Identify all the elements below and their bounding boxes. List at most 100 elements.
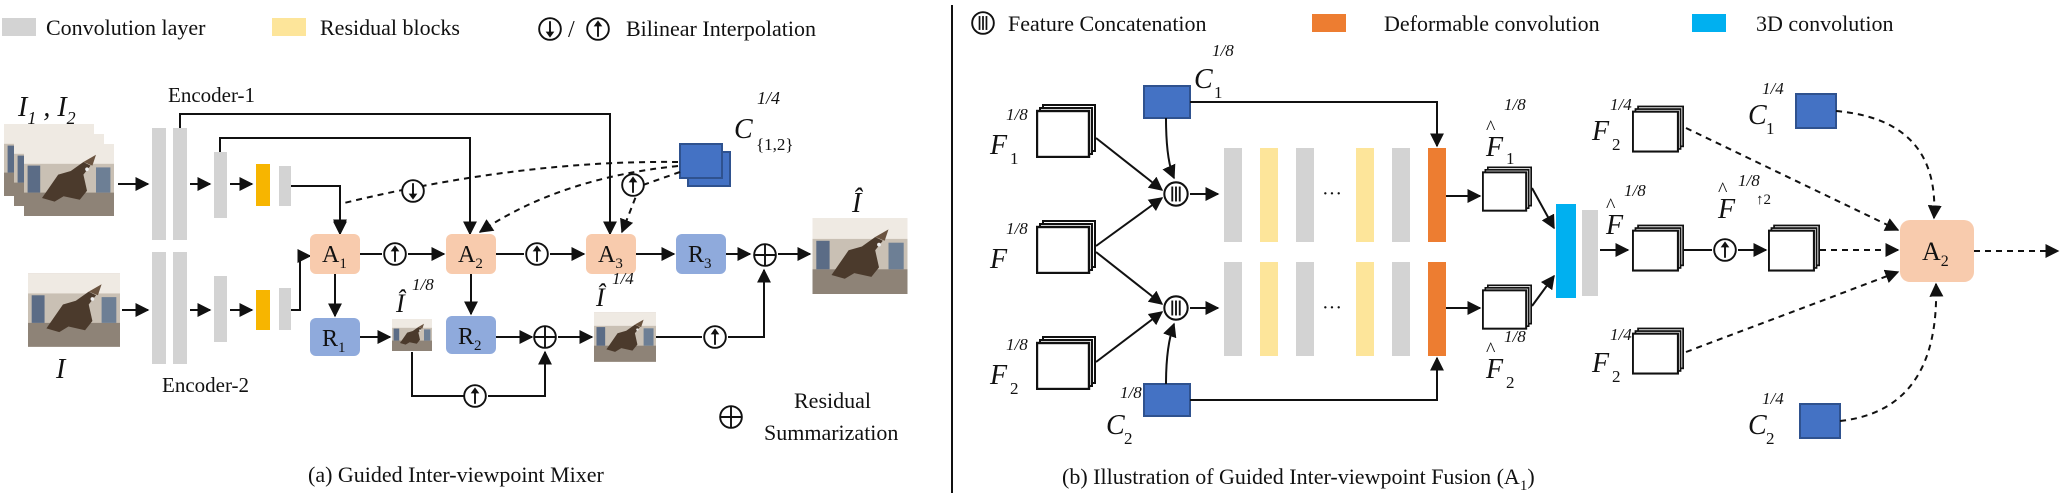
legend-slash: / xyxy=(568,17,575,43)
top-conv-2 xyxy=(1296,148,1314,242)
c2q-sub: 2 xyxy=(1766,429,1775,448)
fh-hat: ^ xyxy=(1606,195,1616,217)
encoder2-conv-d xyxy=(279,288,291,330)
f1-box xyxy=(1036,104,1096,158)
residual-sum-middle xyxy=(533,325,557,349)
intermediate-quarter-hat: Î xyxy=(595,283,607,312)
bottom-deformable xyxy=(1428,262,1446,356)
c1q-sub: 1 xyxy=(1766,119,1775,138)
panel-b-fusion: F 1/8 1 F 1/8 F 1/8 2 C 1/8 1 C 1/8 2 xyxy=(989,41,2060,494)
input-bottom-label: I xyxy=(55,354,67,385)
encoder2-conv-b xyxy=(173,252,187,364)
residual-sum-label-2: Summarization xyxy=(764,420,898,445)
f22-box xyxy=(1632,327,1684,375)
guide-c-sub: {1,2} xyxy=(756,135,794,154)
f22-frac: 1/4 xyxy=(1610,325,1632,344)
fh2-box xyxy=(1482,284,1532,330)
guide-dashed-to-a2 xyxy=(478,165,679,233)
fh2-sub: 2 xyxy=(1506,373,1515,392)
guide-c-front xyxy=(679,143,723,179)
encoder1-conv-b xyxy=(173,128,187,240)
block-a2-label: A2 xyxy=(458,242,483,272)
legend: Convolution layer Residual blocks / Bili… xyxy=(2,11,1894,43)
residual-sum-final xyxy=(753,243,777,267)
encoder1-label: Encoder-1 xyxy=(168,83,255,107)
legend-concat-icon xyxy=(971,11,995,35)
panel-a-mixer: I1 , I2 I Encoder-1 Encoder-2 xyxy=(4,83,908,487)
c2q-label: C xyxy=(1748,410,1767,441)
legend-residual-label: Residual blocks xyxy=(320,15,460,40)
c2-frac: 1/8 xyxy=(1120,383,1142,402)
f12-sub: 2 xyxy=(1612,135,1621,154)
input-top-label: I1 , I2 xyxy=(17,92,76,128)
f1-frac: 1/8 xyxy=(1006,105,1028,124)
block-a3 xyxy=(586,234,636,274)
encoder2-conv-c xyxy=(214,276,227,342)
conv3d-block xyxy=(1556,204,1576,298)
upsample-a2-a3-icon xyxy=(525,242,549,266)
fhup-box xyxy=(1768,224,1820,272)
fh1-box xyxy=(1482,166,1532,212)
intermediate-eighth-image xyxy=(392,319,432,351)
f2-box xyxy=(1036,336,1096,390)
upsample-bottom-icon xyxy=(463,384,487,408)
encoder1-conv-a xyxy=(152,128,166,240)
encoder1-conv-d xyxy=(279,166,291,206)
c2-sub: 2 xyxy=(1124,429,1133,448)
c1q-block xyxy=(1795,93,1837,129)
concat-top xyxy=(1163,181,1189,207)
caption-a: (a) Guided Inter-viewpoint Mixer xyxy=(308,462,605,487)
block-r1 xyxy=(310,318,360,356)
block-r2 xyxy=(446,316,496,354)
legend-conv-label: Convolution layer xyxy=(46,15,206,40)
f2-frac: 1/8 xyxy=(1006,335,1028,354)
c2-block xyxy=(1143,383,1191,417)
conv3d-after xyxy=(1582,210,1598,296)
f2-label: F xyxy=(989,360,1008,391)
fusion-upsample-icon xyxy=(1713,238,1737,262)
legend-concat-label: Feature Concatenation xyxy=(1008,11,1207,36)
encoder1-conv-c xyxy=(214,152,227,218)
caption-b: (b) Illustration of Guided Inter-viewpoi… xyxy=(1062,464,1535,494)
fh1-label: F xyxy=(1485,132,1504,163)
legend-conv-swatch xyxy=(2,18,36,36)
f12-box xyxy=(1632,105,1684,153)
top-res-2 xyxy=(1356,148,1374,242)
intermediate-eighth-hat: Î xyxy=(395,289,407,318)
f-frac: 1/8 xyxy=(1006,219,1028,238)
block-a3-label: A3 xyxy=(598,242,623,272)
c1-label: C xyxy=(1194,64,1213,95)
fh-frac: 1/8 xyxy=(1624,181,1646,200)
c1q-frac: 1/4 xyxy=(1762,79,1784,98)
c1-block xyxy=(1143,85,1191,119)
guide-c-label: C xyxy=(734,114,753,145)
legend-residual-swatch xyxy=(272,18,306,36)
output-image xyxy=(812,218,908,294)
residual-sum-legend-icon xyxy=(719,405,743,429)
encoder2-residual xyxy=(256,290,270,330)
legend-bilinear-label: Bilinear Interpolation xyxy=(626,16,816,41)
input-bottom-image xyxy=(28,273,120,347)
c1-sub: 1 xyxy=(1214,83,1223,102)
legend-conv3d-swatch xyxy=(1692,14,1726,32)
legend-deformable-label: Deformable convolution xyxy=(1384,11,1600,36)
bottom-conv-2 xyxy=(1296,262,1314,356)
upsample-a1-a2-icon xyxy=(383,242,407,266)
c2-label: C xyxy=(1106,410,1125,441)
c2q-block xyxy=(1799,403,1841,439)
fh2-frac: 1/8 xyxy=(1504,327,1526,346)
fh2-hat: ^ xyxy=(1486,339,1496,361)
guide-dashed-to-a3 xyxy=(620,171,681,234)
legend-upsample-icon xyxy=(586,17,610,41)
top-res-1 xyxy=(1260,148,1278,242)
fusion-a2-label: A2 xyxy=(1922,237,1949,270)
upsample-icon xyxy=(621,173,645,197)
fhup-frac: 1/8 xyxy=(1738,171,1760,190)
top-dots: ··· xyxy=(1322,183,1342,205)
f-label: F xyxy=(989,244,1008,275)
fh-box xyxy=(1632,224,1684,272)
top-deformable xyxy=(1428,148,1446,242)
f12-frac: 1/4 xyxy=(1610,95,1632,114)
top-conv-1 xyxy=(1224,148,1242,242)
